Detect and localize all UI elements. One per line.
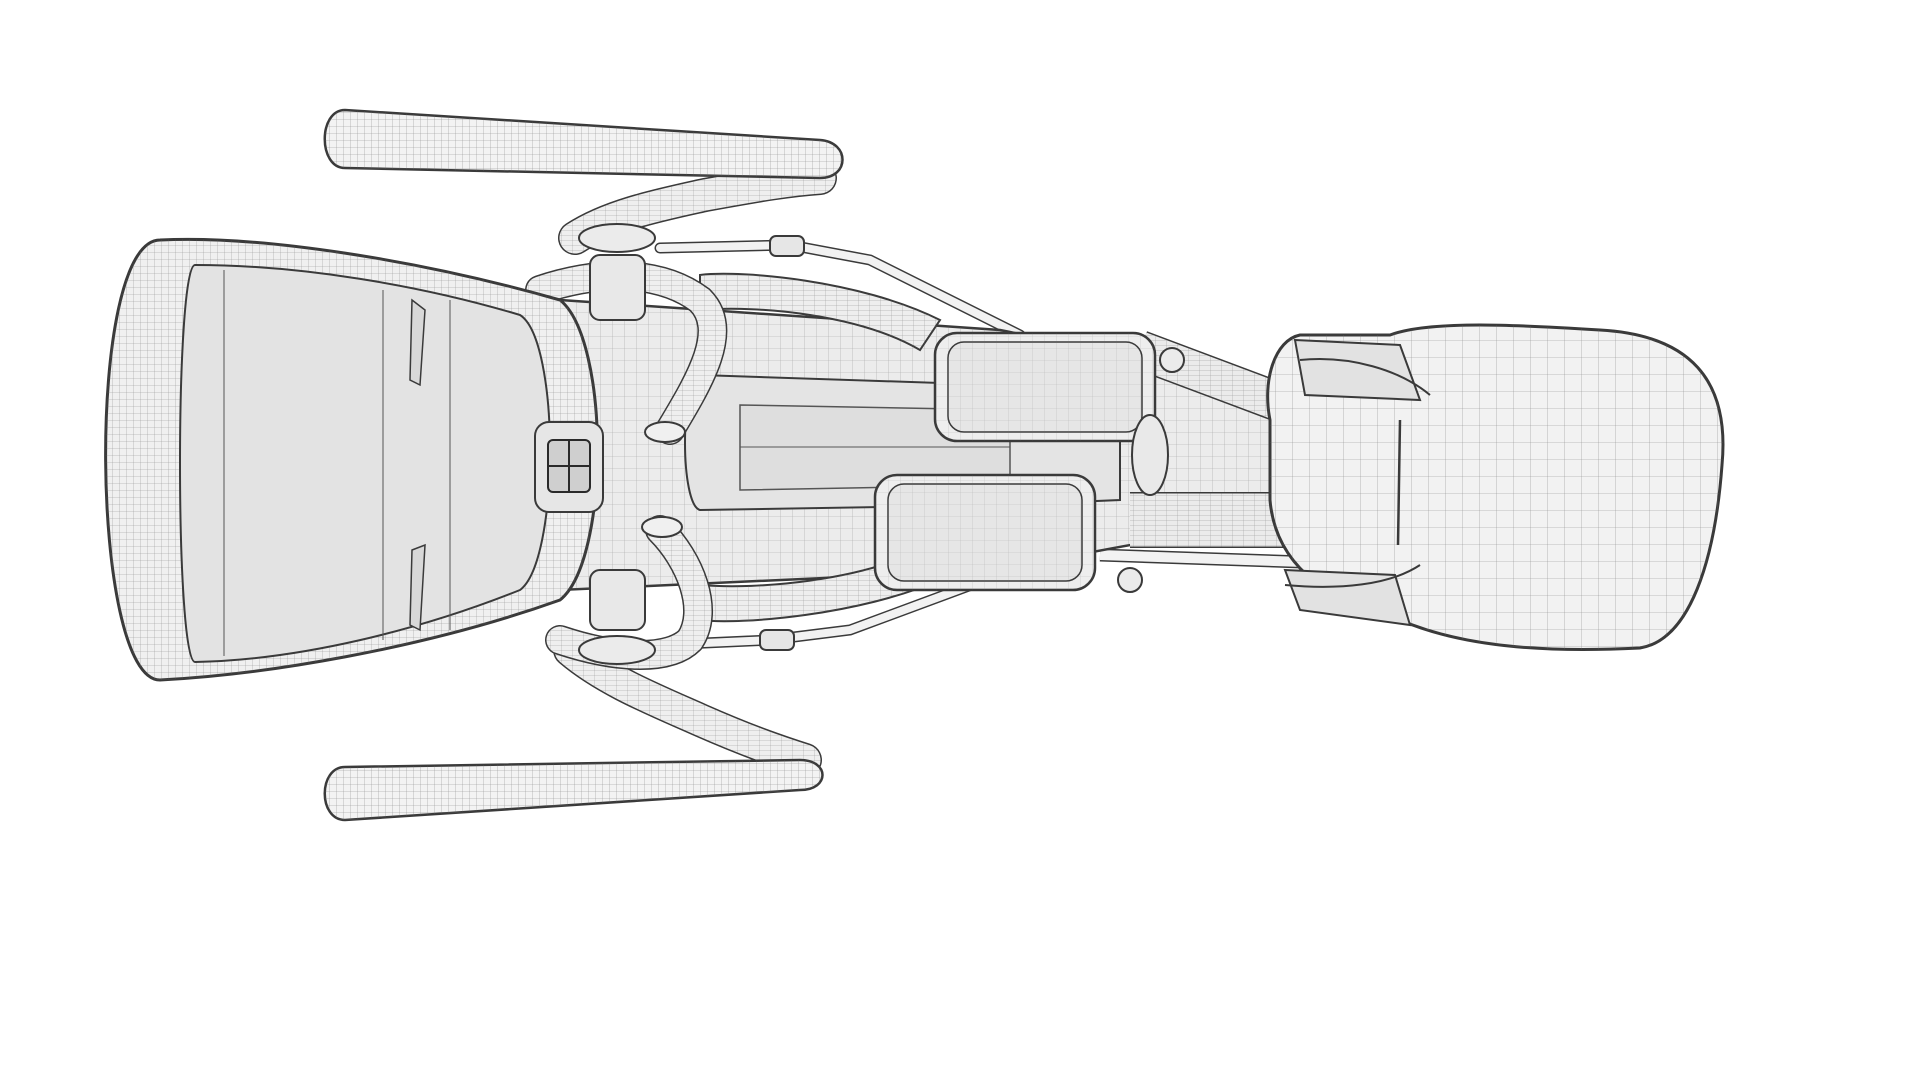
pedal-joint — [1131, 414, 1169, 496]
lower-handlebar — [323, 633, 824, 822]
console-keypad — [534, 421, 604, 513]
foot-pedal-lower — [873, 473, 1143, 593]
console-screen — [179, 263, 551, 664]
upper-handlebar — [323, 108, 844, 255]
main-frame — [558, 272, 1308, 623]
pivot-hubs — [578, 223, 656, 665]
flywheel-housing — [1266, 323, 1725, 652]
foot-pedal-upper — [933, 331, 1185, 443]
console — [104, 237, 604, 682]
